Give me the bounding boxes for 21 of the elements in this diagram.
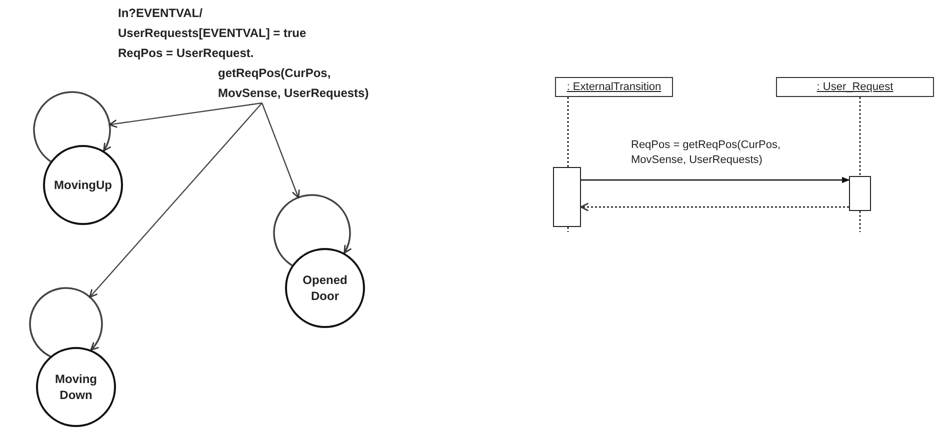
lifeline <box>567 97 569 167</box>
arrow <box>108 102 262 128</box>
arrow <box>581 176 850 184</box>
arrow <box>580 202 849 212</box>
arrow <box>261 102 300 198</box>
object-name: : ExternalTransition <box>566 80 662 94</box>
transition-label: In?EVENTVAL/ UserRequests[EVENTVAL] = true ReqPos = UserRequest. <box>118 5 308 62</box>
transition-label: getReqPos(CurPos, MovSense, UserRequests) <box>218 65 370 102</box>
activation-bar <box>553 167 581 227</box>
lifeline-header <box>555 77 673 97</box>
state-name: Opened Door <box>302 272 348 304</box>
lifeline-header <box>776 77 934 97</box>
object-name: : User_Request <box>816 80 894 94</box>
arrow <box>273 194 352 266</box>
arrow <box>33 91 112 162</box>
arrow <box>89 102 262 298</box>
activation-bar <box>849 176 871 211</box>
state-name: Moving Down <box>54 371 98 403</box>
state-name: MovingUp <box>53 177 113 193</box>
arrow <box>29 287 103 358</box>
lifeline <box>859 97 861 176</box>
